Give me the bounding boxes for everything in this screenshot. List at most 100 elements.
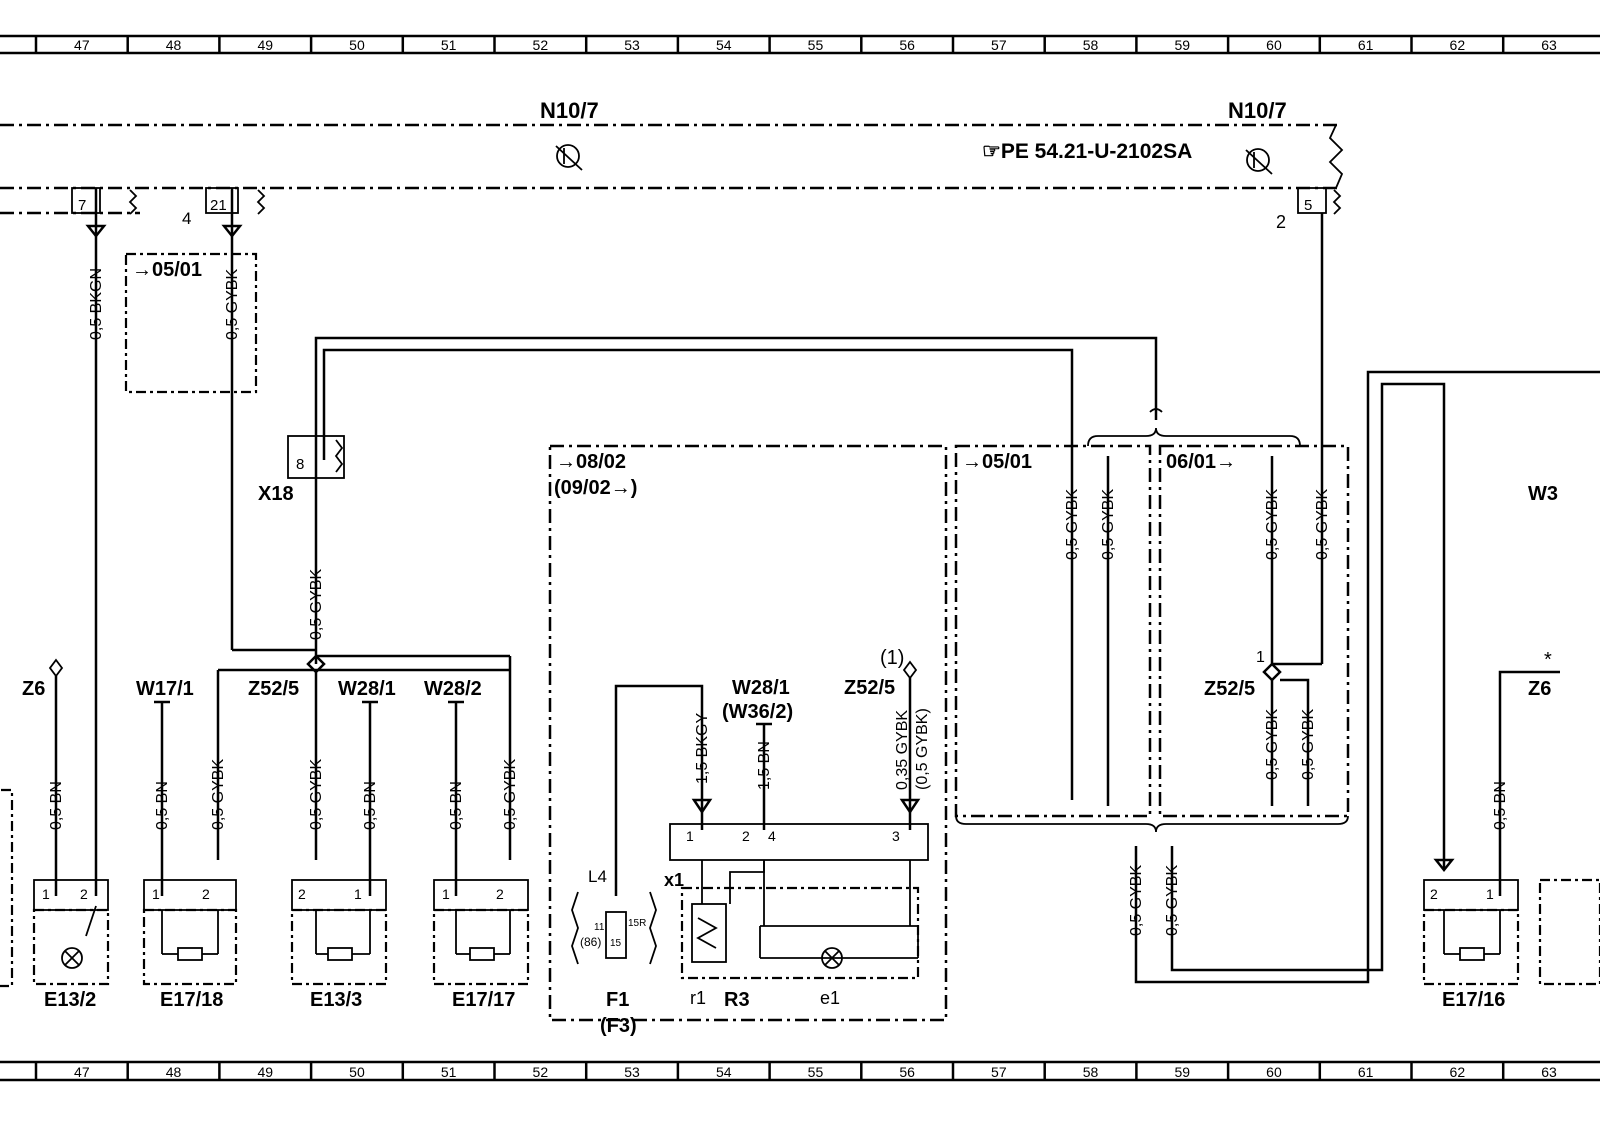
x18-label: X18 [258, 483, 294, 505]
grid-column-number: 54 [716, 37, 732, 53]
svg-text:2: 2 [80, 886, 88, 902]
grid-column-number: 55 [808, 1064, 824, 1080]
grid-column-number: 53 [624, 1064, 640, 1080]
grid-column-number: 51 [441, 1064, 457, 1080]
wire-bkgn: 0,5 BKGN [85, 188, 107, 896]
bulb-icon [821, 947, 843, 969]
svg-text:2: 2 [202, 886, 210, 902]
fuse-icon [605, 911, 627, 959]
x18-connector: 8 X18 [258, 435, 345, 505]
grid-column-number: 48 [166, 1064, 182, 1080]
ref-0501-right: →05/01 [962, 451, 1032, 473]
ref-0802: →08/02 [556, 451, 626, 473]
w36-2-label: (W36/2) [722, 701, 793, 723]
svg-text:3: 3 [892, 828, 900, 844]
ref-0501-top: →05/01 [132, 259, 202, 281]
svg-text:1: 1 [442, 886, 450, 902]
grid-column-number: 58 [1083, 1064, 1099, 1080]
wire-label-bn-x1: 1,5 BN [756, 741, 773, 790]
wire-label-gybk-r2: 0,5 GYBK [1100, 489, 1117, 560]
grid-column-number: 63 [1541, 1064, 1557, 1080]
w17-1-label: W17/1 [136, 678, 194, 700]
grid-column-number: 60 [1266, 37, 1282, 53]
grid-column-number: 53 [624, 37, 640, 53]
ref-0902: (09/02→) [554, 477, 637, 499]
wire-label-gybk-r1: 0,5 GYBK [1064, 489, 1081, 560]
resistor-icon [469, 947, 495, 961]
grid-column-number: 56 [899, 37, 915, 53]
loop-wires: 0,5 GYBK [308, 336, 1163, 800]
wire-label-bkgy-f1: 1,5 BKGY [694, 713, 711, 784]
grid-column-number: 61 [1358, 37, 1374, 53]
ref-box-0802: →08/02 (09/02→) 1,5 BKGY W28/1 (W36/2) 1… [548, 444, 948, 1037]
wire-label-gybk-r3: 0,5 GYBK [1264, 489, 1281, 560]
grid-column-number: 59 [1174, 1064, 1190, 1080]
w28-2-label: W28/2 [424, 678, 482, 700]
grid-column-number: 62 [1450, 1064, 1466, 1080]
svg-text:2: 2 [496, 886, 504, 902]
lamp-icon [61, 947, 83, 969]
l4-label: L4 [588, 867, 607, 886]
grid-column-number: 61 [1358, 1064, 1374, 1080]
w28-1-b-label: W28/1 [732, 677, 790, 699]
wire-label-bkgn: 0,5 BKGN [88, 268, 105, 340]
grid-column-number: 57 [991, 1064, 1007, 1080]
grid-column-number: 49 [257, 37, 273, 53]
f3-label: (F3) [600, 1015, 637, 1037]
e17-16-label: E17/16 [1442, 989, 1505, 1011]
e13-2-label: E13/2 [44, 989, 96, 1011]
z52-5-c-label: Z52/5 [1204, 678, 1255, 700]
grid-column-number: 52 [533, 1064, 549, 1080]
pin-21-ext-label: 4 [182, 209, 191, 228]
grid-column-number: 50 [349, 37, 365, 53]
grid-column-number: 55 [808, 37, 824, 53]
z6-ground: Z6 0,5 BN [22, 658, 65, 896]
ref-boxes-right: →05/01 06/01→ 0,5 GYBK 0,5 GYBK 0,5 GYBK… [954, 213, 1600, 984]
svg-text:1: 1 [1256, 649, 1265, 666]
component-e17-17: 1 2 E17/17 [432, 879, 530, 1011]
svg-text:1: 1 [354, 886, 362, 902]
grid-column-number: 52 [533, 37, 549, 53]
component-e17-18: 1 2 E17/18 [142, 879, 238, 1011]
x1-label: x1 [664, 870, 684, 890]
ref-box-0501-top: →05/01 0,5 GYBK [124, 188, 316, 652]
grid-column-number: 60 [1266, 1064, 1282, 1080]
w28-1-label: W28/1 [338, 678, 396, 700]
pin-21-label: 21 [210, 197, 227, 214]
wire-label-gybk-z52-a: 0,5 GYBK [1264, 709, 1281, 780]
svg-text:1: 1 [152, 886, 160, 902]
grid-column-number: 57 [991, 37, 1007, 53]
resistor-icon [177, 947, 203, 961]
e17-17-label: E17/17 [452, 989, 515, 1011]
grid-column-number: 49 [257, 1064, 273, 1080]
svg-text:15: 15 [610, 938, 622, 949]
grid-column-number: 63 [1541, 37, 1557, 53]
right-edge-components: W3 * Z6 0,5 BN 2 1 E17/16 [1422, 483, 1600, 1011]
wire-label-bn-e1717: 0,5 BN [448, 781, 465, 830]
wire-label-gybk-e1718: 0,5 GYBK [210, 759, 227, 830]
w3-label: W3 [1528, 483, 1558, 505]
z52-5-label: Z52/5 [248, 678, 299, 700]
z6-b-star: * [1544, 649, 1552, 671]
pin-7-label: 7 [78, 197, 86, 214]
e13-3-label: E13/3 [310, 989, 362, 1011]
wire-label-gybk-x1: 0,35 GYBK [894, 710, 911, 790]
resistor-icon [327, 947, 353, 961]
svg-text:11: 11 [594, 922, 605, 933]
z6-label: Z6 [22, 678, 45, 700]
svg-text:15R: 15R [628, 918, 646, 929]
component-e13-2: 1 2 E13/2 [32, 879, 110, 1011]
grid-column-number: 54 [716, 1064, 732, 1080]
resistor-icon [1459, 947, 1485, 961]
transistor-icon [1245, 148, 1273, 175]
svg-text:1: 1 [1486, 886, 1494, 902]
z52-5-splice: Z52/5 [216, 654, 512, 860]
grid-column-number: 48 [166, 37, 182, 53]
wire-label-gybk-bot-a: 0,5 GYBK [1128, 865, 1145, 936]
n10-7-label-right: N10/7 [1228, 98, 1287, 123]
wire-label-bn-e132: 0,5 BN [48, 781, 65, 830]
r1-label: r1 [690, 988, 706, 1008]
wire-label-gybk-z52-b: 0,5 GYBK [1300, 709, 1317, 780]
